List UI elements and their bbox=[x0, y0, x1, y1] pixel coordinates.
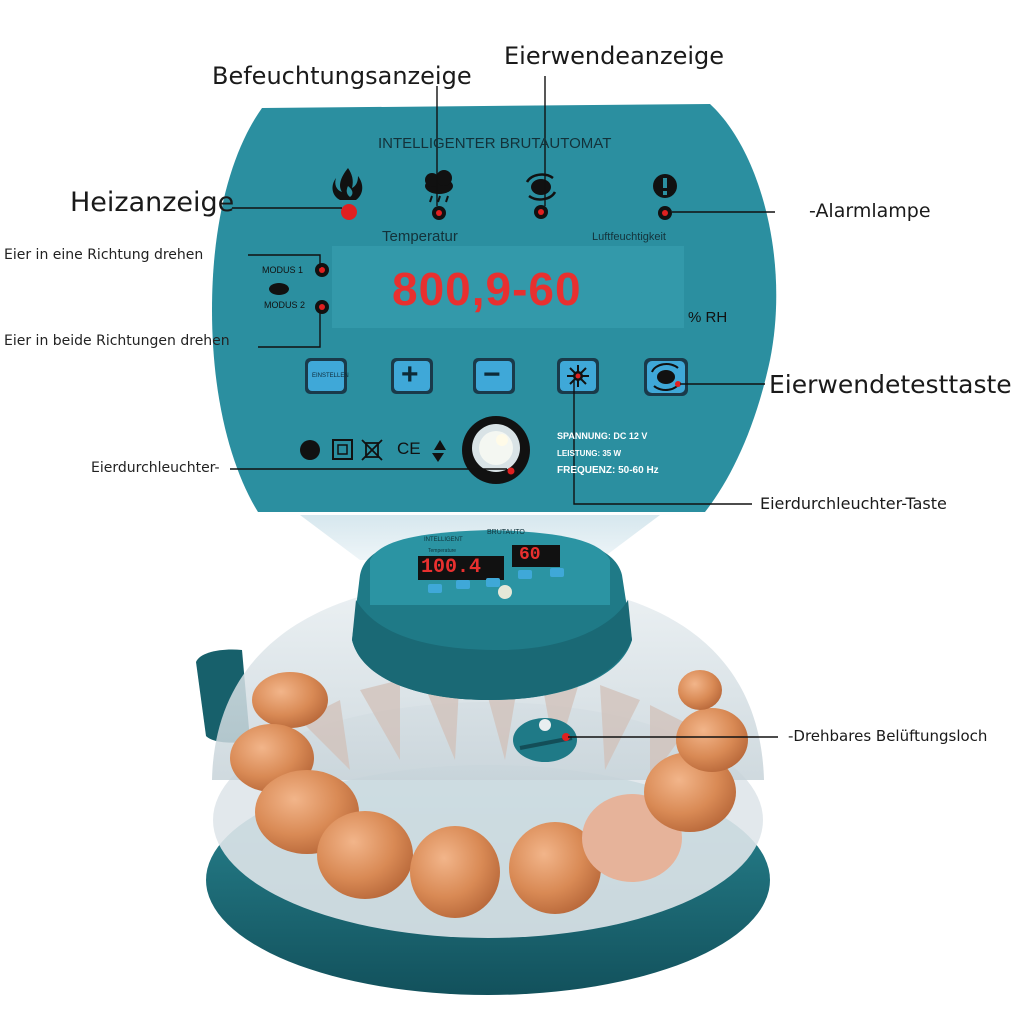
spec-frequency: FREQUENZ: 50-60 Hz bbox=[557, 465, 659, 476]
device-temp-display bbox=[418, 556, 504, 580]
temperature-label: Temperatur bbox=[382, 228, 458, 245]
rotatable-vent[interactable] bbox=[513, 718, 577, 762]
heat-indicator-led bbox=[341, 204, 357, 220]
plus-label: + bbox=[401, 358, 419, 391]
panel-display-value: 800,9-60 bbox=[392, 263, 582, 315]
display-area bbox=[332, 246, 684, 328]
minus-button[interactable] bbox=[473, 358, 515, 394]
callout-rotatable-vent: -Drehbares Belüftungsloch bbox=[788, 727, 988, 745]
turning-icon bbox=[657, 370, 675, 384]
callout-turn-both-directions: Eier in beide Richtungen drehen bbox=[4, 333, 230, 349]
callout-alarm-lamp: -Alarmlampe bbox=[809, 200, 931, 222]
mode2-label: MODUS 2 bbox=[264, 300, 306, 310]
callout-turn-one-direction: Eier in eine Richtung drehen bbox=[4, 247, 204, 263]
double-insulation-icon bbox=[332, 439, 353, 460]
spec-voltage: SPANNUNG: DC 12 V bbox=[557, 431, 648, 441]
device-humidity-value: 60 bbox=[519, 545, 541, 565]
device-label-brutauto: BRUTAUTO bbox=[487, 529, 525, 536]
device-candler-lamp bbox=[498, 585, 512, 599]
flame-icon bbox=[332, 168, 363, 200]
weee-bin-icon bbox=[361, 439, 383, 461]
rh-unit: % RH bbox=[688, 309, 728, 326]
turning-test-button[interactable] bbox=[644, 358, 688, 396]
device-temp-small: Temperature bbox=[428, 548, 457, 554]
candler-button[interactable] bbox=[557, 358, 599, 394]
set-button[interactable] bbox=[305, 358, 347, 394]
set-button-label: EINSTELLEN bbox=[312, 373, 349, 379]
mode1-label: MODUS 1 bbox=[262, 265, 304, 275]
device-buttons bbox=[428, 568, 564, 593]
callout-humidification-indicator: Befeuchtungsanzeige bbox=[212, 62, 472, 90]
callout-turning-test-button: Eierwendetesttaste bbox=[769, 370, 1012, 399]
recycle-icon bbox=[432, 440, 446, 462]
callout-egg-candler: Eierdurchleuchter- bbox=[91, 460, 220, 476]
minus-label: − bbox=[483, 358, 501, 391]
device-label-intelligent: INTELLIGENT bbox=[424, 537, 463, 543]
callout-heating-indicator: Heizanzeige bbox=[70, 187, 235, 218]
humidity-cloud-icon bbox=[425, 170, 453, 203]
egg-turning-icon bbox=[525, 173, 557, 201]
callout-lines bbox=[230, 76, 778, 738]
panel-title: INTELLIGENTER BRUTAUTOMAT bbox=[378, 135, 612, 152]
callout-egg-candler-button: Eierdurchleuchter-Taste bbox=[760, 494, 947, 513]
callout-turning-indicator: Eierwendeanzeige bbox=[504, 42, 725, 70]
humidity-label: Luftfeuchtigkeit bbox=[592, 231, 666, 243]
device-temp-value: 100.4 bbox=[421, 556, 482, 579]
low-energy-icon bbox=[300, 440, 320, 460]
mode-turn-icon bbox=[269, 283, 289, 295]
alarm-icon bbox=[653, 174, 677, 198]
device-humidity-display bbox=[512, 545, 560, 567]
spec-power: LEISTUNG: 35 W bbox=[557, 449, 622, 458]
plus-button[interactable] bbox=[391, 358, 433, 394]
ce-mark: CE bbox=[397, 439, 421, 458]
eggs bbox=[230, 670, 748, 918]
